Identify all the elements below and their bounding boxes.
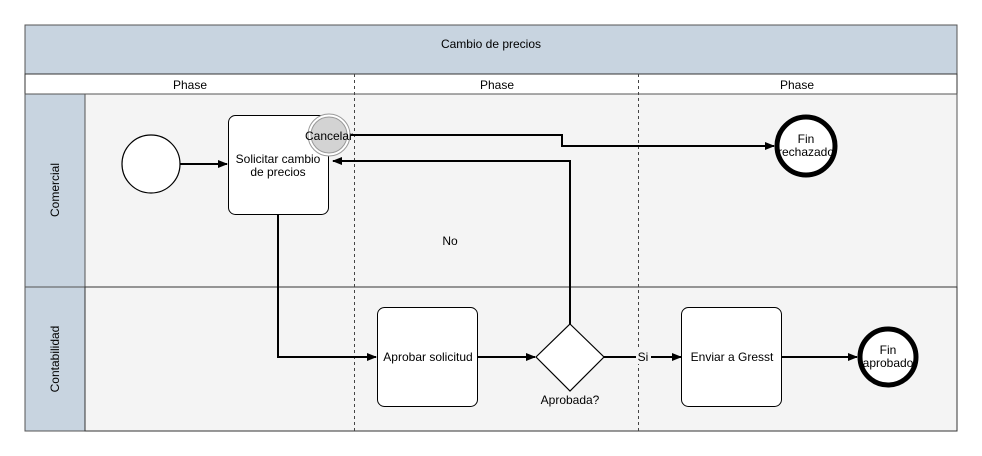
flow-cancelar-to-fin-rechazado[interactable] — [351, 134, 775, 150]
lane-contabilidad: Contabilidad — [24, 286, 958, 432]
end-event-label-line: Fin — [880, 343, 897, 357]
end-event-label-line: Fin — [798, 132, 815, 146]
task-solicitar-cambio[interactable]: Solicitar cambio de precios — [228, 115, 329, 215]
gateway-label: Aprobada? — [541, 393, 600, 407]
boundary-event-label: Cancelar — [305, 129, 353, 143]
gateway-aprobada[interactable]: Aprobada? — [535, 323, 605, 407]
no-label-bg — [440, 233, 460, 248]
end-event-label-line: aprobado — [863, 356, 914, 370]
si-label-bg — [636, 350, 651, 364]
task-label-line: Solicitar cambio — [236, 152, 321, 166]
lane-label-comercial: Comercial — [48, 163, 62, 217]
end-event-rechazado[interactable]: Fin rechazado — [774, 114, 838, 178]
task-label: Aprobar solicitud — [383, 350, 472, 364]
flow-no-to-solicitar[interactable] — [332, 157, 571, 325]
task-enviar-gresst[interactable]: Enviar a Gresst — [681, 307, 782, 407]
phase-header-row: Phase Phase Phase — [24, 73, 958, 95]
boundary-event-cancelar[interactable]: Cancelar — [305, 113, 353, 157]
edge-label-si: Si — [638, 350, 649, 364]
edge-label-no: No — [442, 234, 458, 248]
phase-label-3: Phase — [780, 78, 814, 92]
phase-label-1: Phase — [173, 78, 207, 92]
pool-title: Cambio de precios — [441, 37, 541, 51]
start-event[interactable] — [121, 134, 181, 194]
task-label: Enviar a Gresst — [691, 350, 774, 364]
end-event-label-line: rechazado — [778, 145, 834, 159]
lane-label-contabilidad: Contabilidad — [48, 326, 62, 393]
task-aprobar-solicitud[interactable]: Aprobar solicitud — [377, 307, 478, 407]
phase-label-2: Phase — [480, 78, 514, 92]
end-event-aprobado[interactable]: Fin aprobado — [857, 326, 919, 388]
pool-header: Cambio de precios — [24, 24, 958, 75]
flow-solicitar-to-aprobar[interactable] — [277, 215, 377, 361]
task-label-line: de precios — [250, 165, 305, 179]
